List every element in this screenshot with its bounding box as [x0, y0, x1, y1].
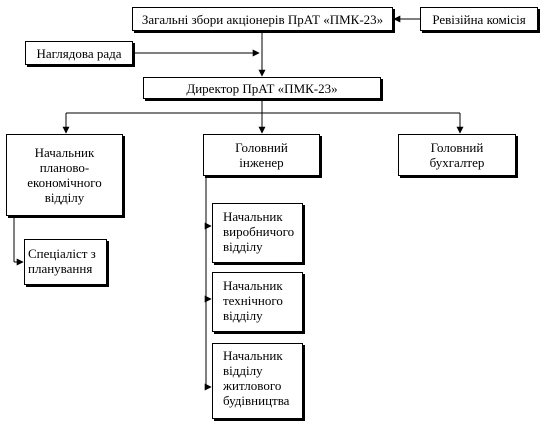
- director-box: Директор ПрАТ «ПМК-23»: [143, 77, 381, 99]
- head-planning-dept-box: Начальник планово- економічного відділу: [6, 134, 123, 216]
- head-technical-dept-box: Начальник технічного відділу: [212, 272, 303, 332]
- supervisory-board-box: Наглядова рада: [25, 41, 133, 65]
- audit-commission-box: Ревізійна комісія: [420, 7, 538, 31]
- general-meeting-box: Загальні збори акціонерів ПрАТ «ПМК-23»: [132, 7, 393, 31]
- chief-accountant-box: Головний бухгалтер: [398, 134, 516, 176]
- head-housing-dept-box: Начальник відділу житлового будівництва: [212, 343, 303, 419]
- chief-engineer-box: Головний інженер: [203, 134, 320, 176]
- head-production-dept-box: Начальник виробничого відділу: [212, 203, 303, 263]
- planning-specialist-box: Спеціаліст з планування: [24, 239, 107, 285]
